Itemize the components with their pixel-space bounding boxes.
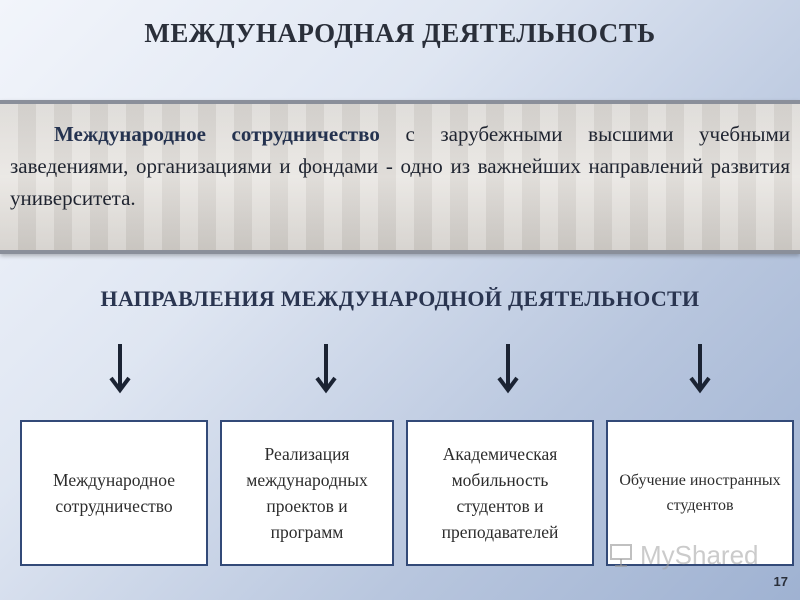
down-arrow-icon <box>109 344 131 394</box>
intro-rest: с зарубежными высшими учебными заведения… <box>10 122 790 210</box>
down-arrow-icon <box>689 344 711 394</box>
direction-label: Реализация международных проектов и прог… <box>246 444 368 542</box>
direction-box-mobility: Академическая мобильность студентов и пр… <box>406 420 594 566</box>
page-number: 17 <box>773 574 788 589</box>
direction-label: Академическая мобильность студентов и пр… <box>441 444 559 542</box>
banner-background-image <box>0 104 800 250</box>
intro-text: Международное сотрудничество с зарубежны… <box>10 118 790 214</box>
directions-heading: НАПРАВЛЕНИЯ МЕЖДУНАРОДНОЙ ДЕЯТЕЛЬНОСТИ <box>100 286 700 311</box>
slide-title: МЕЖДУНАРОДНАЯ ДЕЯТЕЛЬНОСТЬ <box>144 18 656 48</box>
intro-lead: Международное сотрудничество <box>54 122 380 146</box>
down-arrow-icon <box>315 344 337 394</box>
direction-label: Международное сотрудничество <box>53 470 175 516</box>
intro-banner: Международное сотрудничество с зарубежны… <box>0 100 800 254</box>
presentation-icon <box>610 544 632 567</box>
watermark: MyShared <box>608 538 778 572</box>
watermark-text: MyShared <box>640 539 759 570</box>
direction-box-cooperation: Международное сотрудничество <box>20 420 208 566</box>
direction-box-foreign-students: Обучение иностранных студентов <box>606 420 794 566</box>
down-arrow-icon <box>497 344 519 394</box>
direction-box-projects: Реализация международных проектов и прог… <box>220 420 394 566</box>
direction-label: Обучение иностранных студентов <box>619 472 781 514</box>
